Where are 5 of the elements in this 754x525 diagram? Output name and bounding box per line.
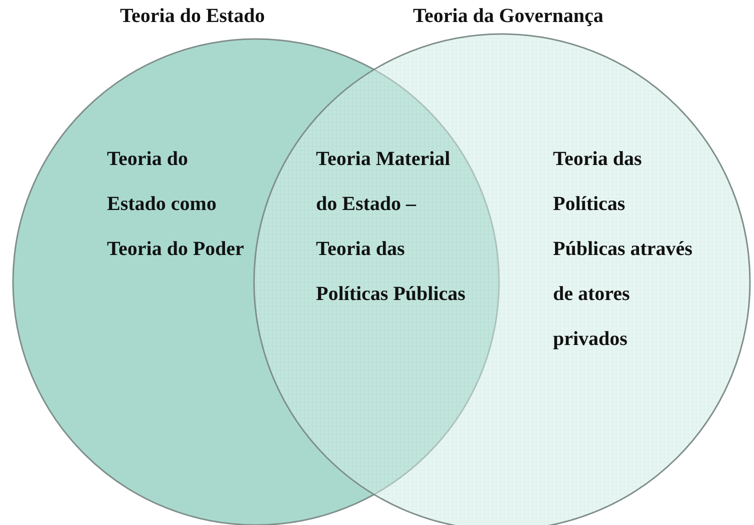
circle-text: Teoria das Políticas Públicas através de atores privados [553,147,693,352]
circle-heading: Teoria da Governança [413,4,604,28]
circle-heading: Teoria do Estado [120,4,265,28]
circle-text: Teoria do Estado como Teoria do Poder [107,147,246,262]
overlap-text: Teoria Material do Estado – Teoria das Políticas Públicas [316,147,466,307]
